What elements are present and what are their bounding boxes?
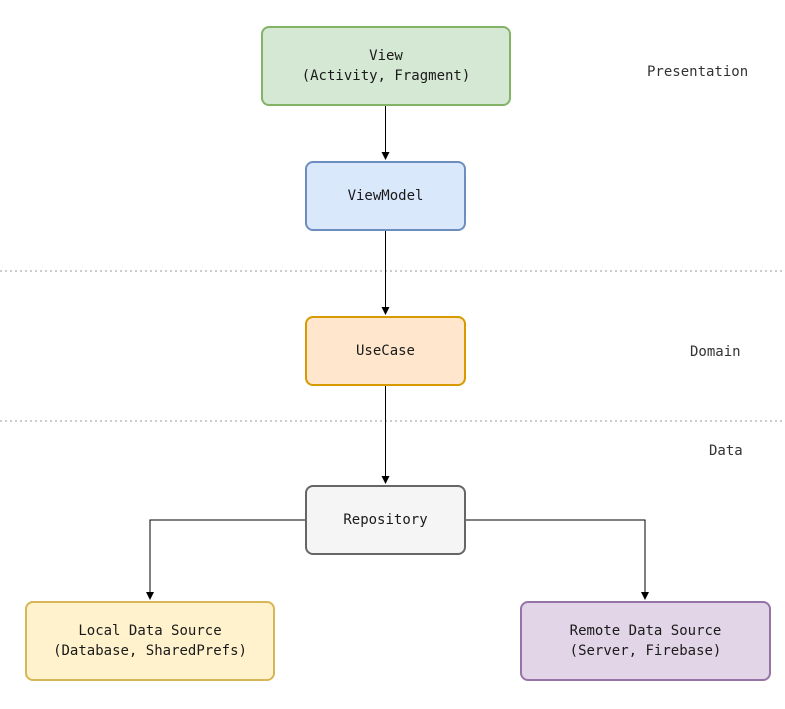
- viewmodel-node-title: ViewModel: [347, 188, 424, 204]
- local-data-source-subtitle: (Database, SharedPrefs): [53, 643, 247, 659]
- remote-data-source-node: Remote Data Source (Server, Firebase): [520, 601, 771, 681]
- layer-label-domain: Domain: [690, 344, 741, 360]
- local-data-source-node: Local Data Source (Database, SharedPrefs…: [25, 601, 275, 681]
- edge-repository-to-local: [146, 519, 305, 600]
- view-node-subtitle: (Activity, Fragment): [301, 68, 471, 84]
- view-node-title: View: [369, 48, 403, 64]
- usecase-node-title: UseCase: [355, 343, 415, 359]
- repository-node: Repository: [305, 485, 466, 555]
- repository-node-title: Repository: [343, 512, 428, 528]
- usecase-node: UseCase: [305, 316, 466, 386]
- layer-label-data: Data: [709, 443, 743, 459]
- edge-repository-to-remote: [466, 519, 649, 600]
- viewmodel-node: ViewModel: [305, 161, 466, 231]
- layer-label-presentation: Presentation: [647, 64, 749, 80]
- view-node: View (Activity, Fragment): [261, 26, 511, 106]
- local-data-source-title: Local Data Source: [78, 623, 222, 639]
- remote-data-source-subtitle: (Server, Firebase): [569, 643, 722, 659]
- remote-data-source-title: Remote Data Source: [569, 623, 722, 639]
